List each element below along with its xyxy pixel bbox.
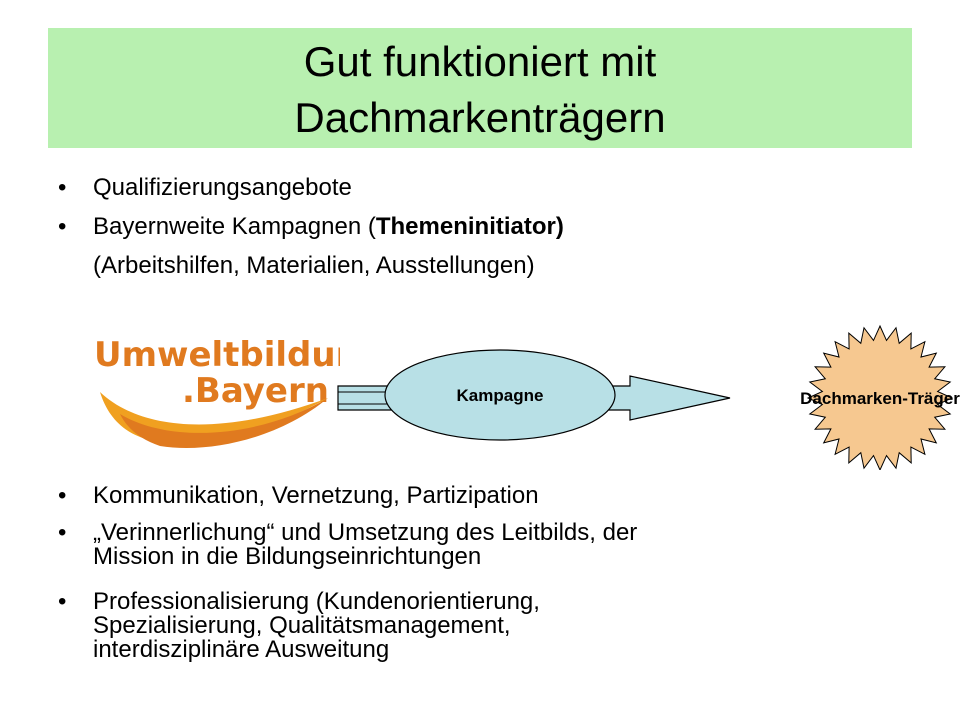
kampagne-label: Kampagne [457,386,544,405]
bullet-text-line: Mission in die Bildungseinrichtungen [93,543,482,570]
bullet-glyph: • [58,482,67,509]
bullet-glyph: • [58,588,67,615]
bullet-text-bold: Themeninitiator) [375,213,564,240]
bullet-text: Bayernweite Kampagnen (Themeninitiator) [93,213,564,240]
dachmarken-traeger-label: Dachmarken-Träger [800,389,960,408]
logo-swoosh-dark [120,398,328,448]
bullet-text-line: Professionalisierung (Kundenorientierung… [93,588,540,615]
bullet-glyph: • [58,213,67,240]
dachmarken-star [806,324,954,470]
bullet-text-line: Kommunikation, Vernetzung, Partizipation [93,482,539,509]
bullet-glyph: • [58,174,67,201]
bullet-text-line: Spezialisierung, Qualitätsmanagement, [93,612,511,639]
bullet-text-line: „Verinnerlichung“ und Umsetzung des Leit… [93,519,638,546]
bullet-continuation: (Arbeitshilfen, Materialien, Ausstellung… [93,252,535,279]
slide-title-line-1: Gut funktioniert mit [303,38,657,85]
bullet-text: Qualifizierungsangebote [93,174,352,201]
kampagne-oval [384,349,616,441]
umweltbildung-bayern-logo: Umweltbildung .Bayern [94,335,340,448]
kampagne-diagram: Kampagne Dachmarken-Träger [337,324,960,470]
bullet-text-line: interdisziplinäre Ausweitung [93,636,390,663]
bullet-text-regular: Bayernweite Kampagnen ( [93,213,376,240]
logo-text-line-1: Umweltbildung [94,335,340,375]
bullet-glyph: • [58,519,67,546]
title-banner: Gut funktioniert mit Dachmarkenträgern [48,28,912,148]
slide-title-line-2: Dachmarkenträgern [294,94,666,141]
logo-text-line-2: .Bayern [182,371,329,411]
